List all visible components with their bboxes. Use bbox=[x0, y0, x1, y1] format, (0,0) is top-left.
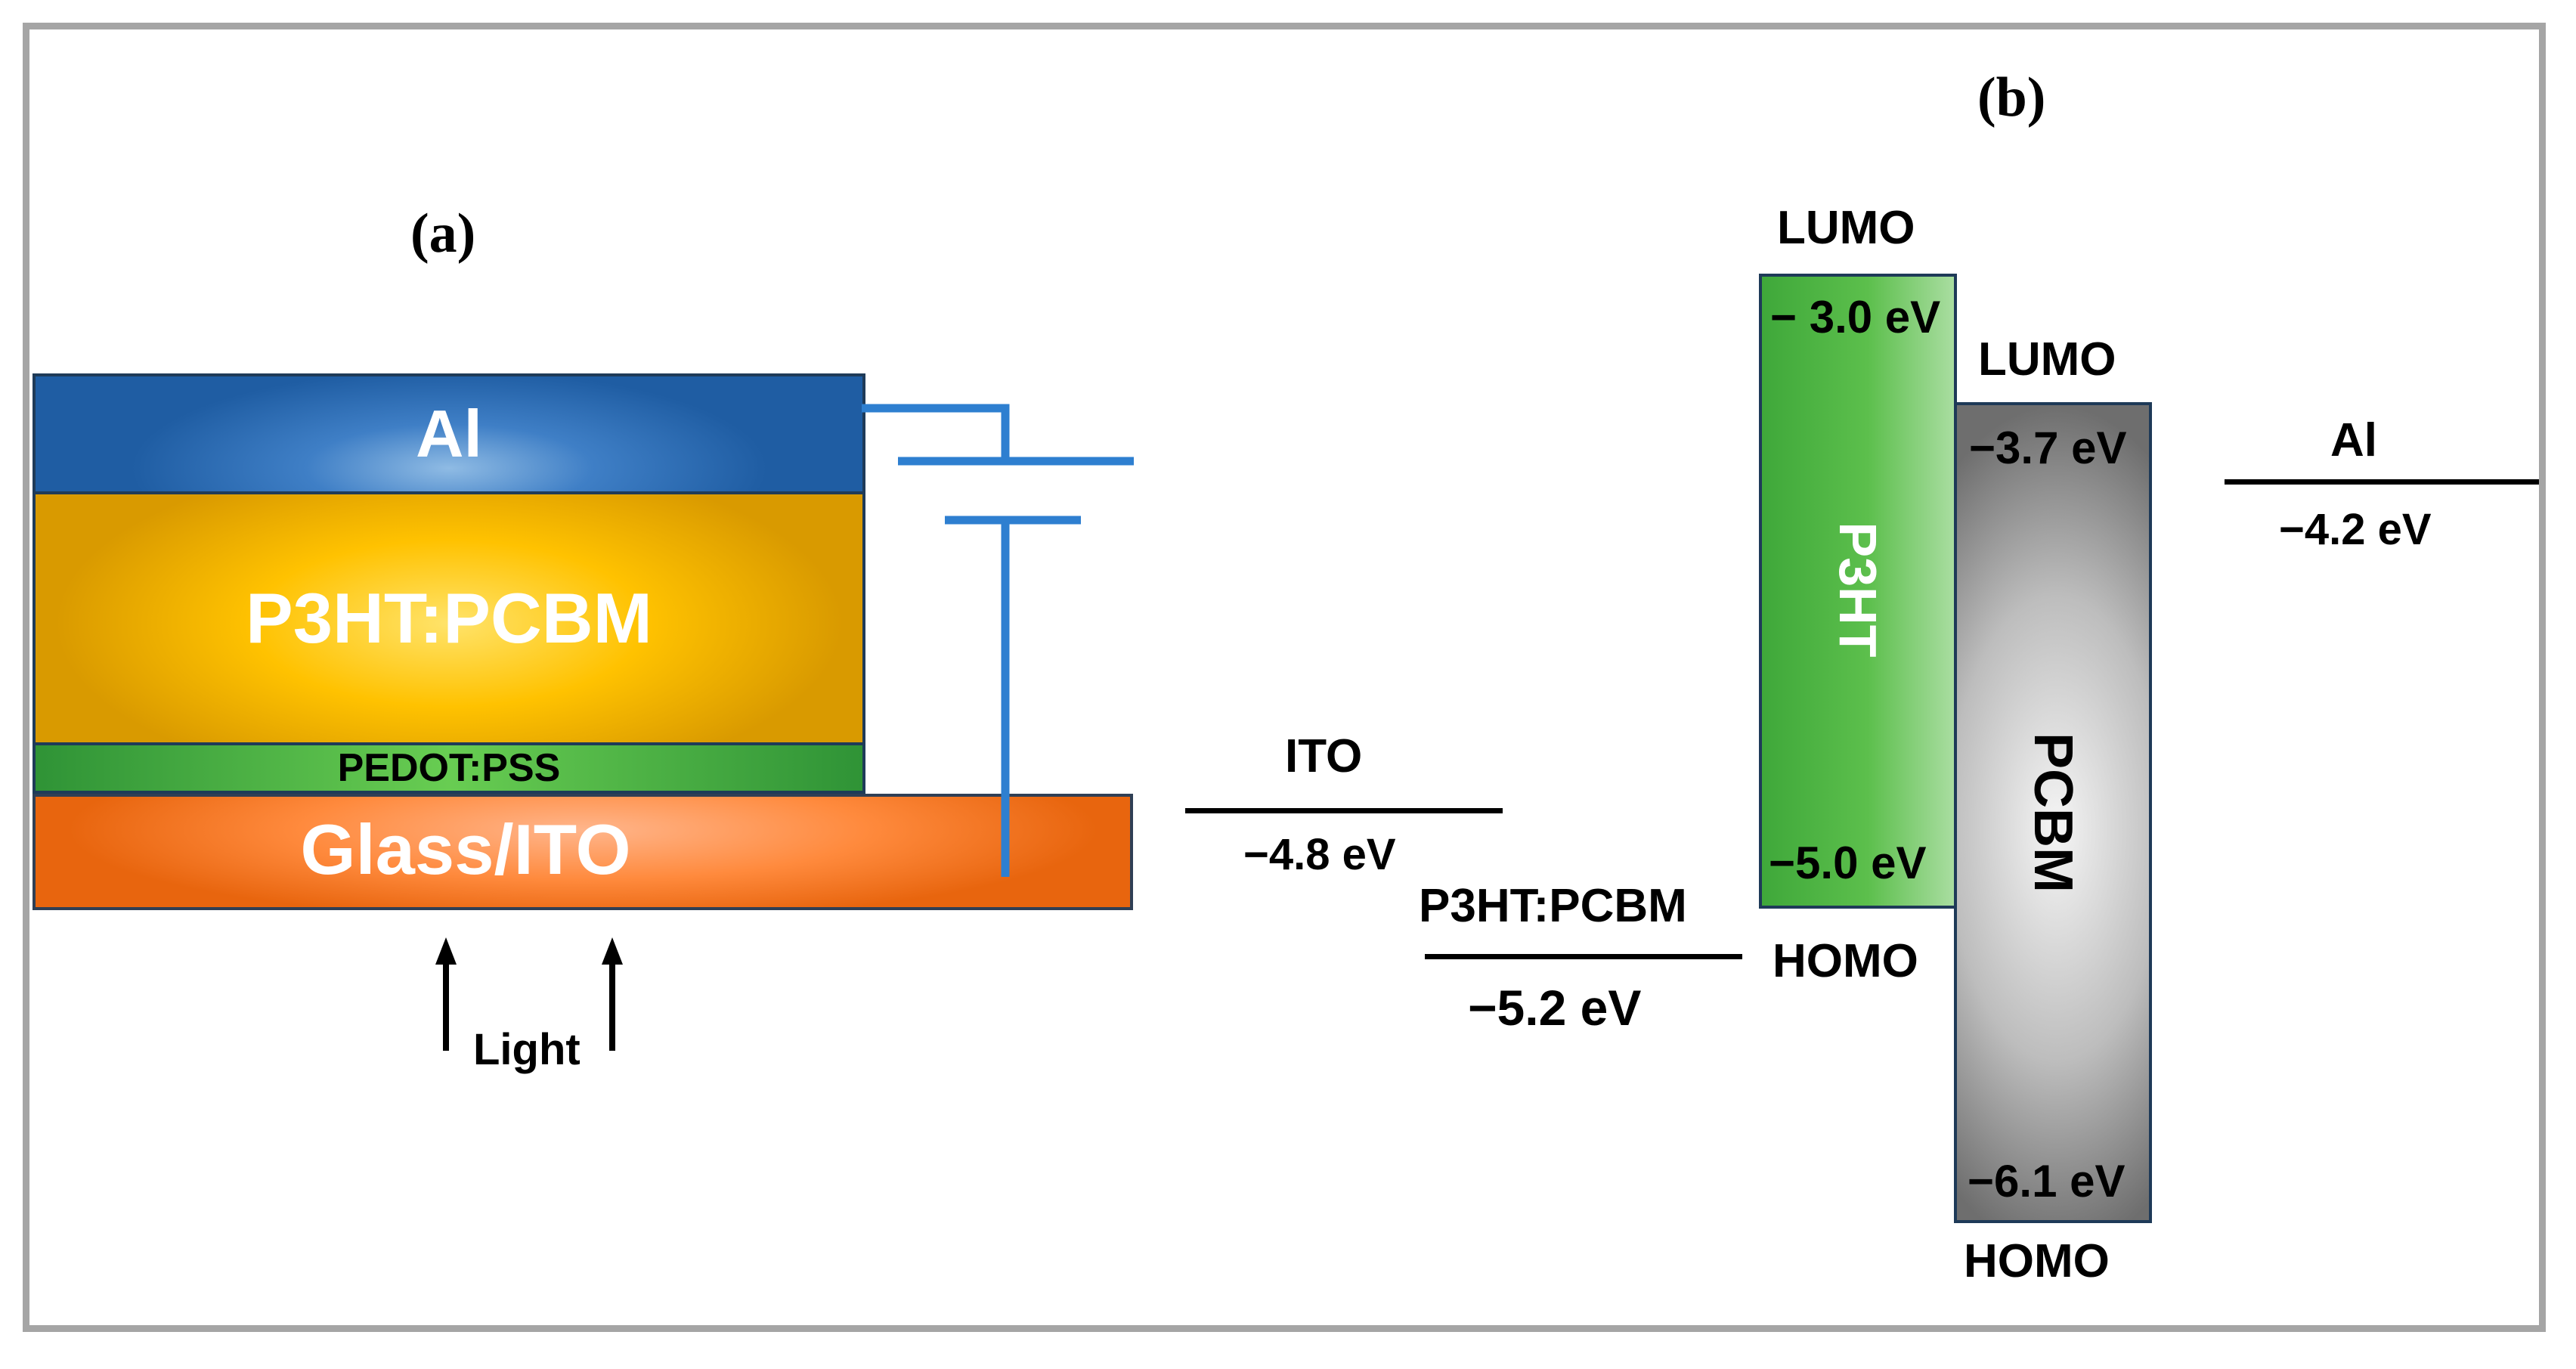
glass-layer-label: Glass/ITO bbox=[300, 810, 631, 889]
pedot-pss-layer: PEDOT:PSS bbox=[33, 742, 865, 794]
pcbm-lumo-value: −3.7 eV bbox=[1969, 423, 2127, 473]
p3ht-band bbox=[1759, 274, 1957, 909]
circuit-wire-top bbox=[862, 404, 1010, 461]
blend-value-label: −5.2 eV bbox=[1468, 980, 1642, 1036]
pedot-layer-label: PEDOT:PSS bbox=[337, 746, 561, 790]
p3ht-band-label: P3HT bbox=[1828, 522, 1887, 658]
p3ht-lumo-value: − 3.0 eV bbox=[1770, 292, 1941, 342]
blend-level-line bbox=[1425, 954, 1742, 959]
ito-level-line bbox=[1185, 808, 1503, 813]
pcbm-homo-label: HOMO bbox=[1964, 1235, 2110, 1287]
blend-name-label: P3HT:PCBM bbox=[1419, 880, 1687, 932]
pcbm-homo-value: −6.1 eV bbox=[1968, 1156, 2126, 1206]
ito-value-label: −4.8 eV bbox=[1243, 830, 1396, 879]
pcbm-band-label: PCBM bbox=[2023, 733, 2083, 893]
p3ht-homo-label: HOMO bbox=[1773, 935, 1918, 987]
light-arrows bbox=[435, 937, 623, 1051]
pcbm-band bbox=[1954, 402, 2152, 1223]
al-value-label: −4.2 eV bbox=[2279, 505, 2432, 554]
light-arrow-right-head bbox=[602, 937, 623, 965]
panel-label-a: (a) bbox=[410, 203, 476, 265]
al-name-label: Al bbox=[2330, 414, 2377, 466]
al-electrode-layer: Al bbox=[33, 373, 865, 494]
pcbm-lumo-label: LUMO bbox=[1978, 333, 2116, 386]
light-arrow-left-head bbox=[435, 937, 457, 965]
ito-name-label: ITO bbox=[1285, 730, 1363, 782]
p3ht-lumo-label: LUMO bbox=[1777, 202, 1915, 254]
al-level-line bbox=[2225, 479, 2539, 485]
glass-ito-substrate: Glass/ITO bbox=[33, 794, 1133, 910]
p3ht-homo-value: −5.0 eV bbox=[1769, 838, 1927, 888]
active-layer: P3HT:PCBM bbox=[33, 491, 865, 745]
light-label: Light bbox=[473, 1025, 581, 1074]
panel-label-b: (b) bbox=[1977, 67, 2046, 129]
active-layer-label: P3HT:PCBM bbox=[246, 578, 652, 658]
al-layer-label: Al bbox=[416, 396, 482, 471]
battery-circuit bbox=[862, 404, 1134, 877]
